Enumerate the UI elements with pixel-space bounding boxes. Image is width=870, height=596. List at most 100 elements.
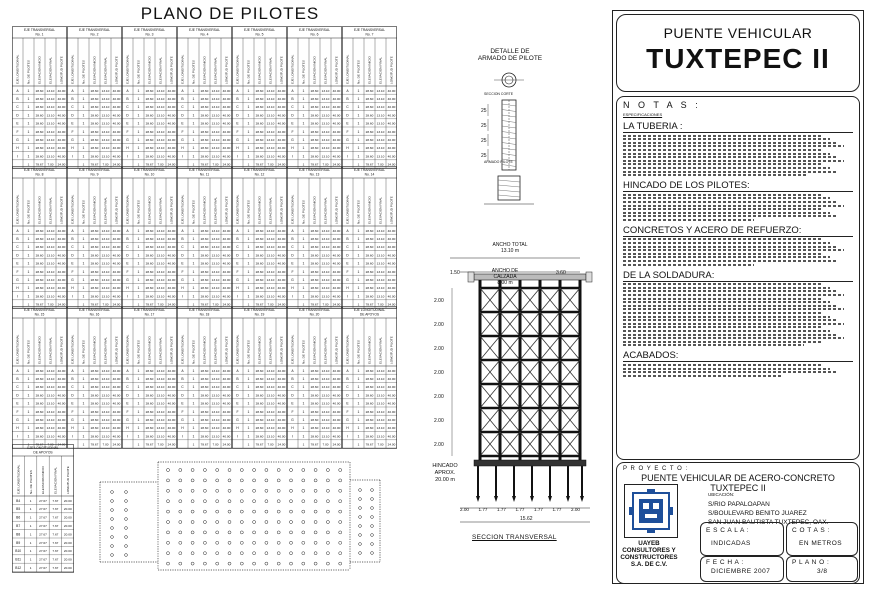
table-cell: 13.10 [267,270,275,274]
pile-marker [215,541,219,545]
table-cell: 13.10 [157,122,165,126]
table-row-letter: A [291,229,294,233]
small-table-cell: 27.67 [39,549,47,553]
table-row-letter: A [181,369,184,373]
table-cell: 28.60 [311,377,319,381]
table-total-cell: 1 [248,163,250,167]
table-cell: 1 [303,245,305,249]
table-cell: 40.00 [333,377,341,381]
table-border [287,166,342,309]
rebar-tie [501,109,517,112]
plano-value: 3/8 [817,568,828,575]
table-total-cell: 7.00 [212,443,218,447]
table-row-letter: F [71,270,73,274]
table-cell: 1 [138,89,140,93]
small-table-cell: 20.00 [64,499,72,503]
table-total-cell: 24.00 [388,163,396,167]
table-cell: 28.60 [201,369,209,373]
pile-marker [124,517,128,521]
table-cell: 1 [248,97,250,101]
detail-sub-label: SECCION CORTE [484,92,514,96]
table-row-letter: B [16,377,19,381]
table-cell: 13.10 [267,426,275,430]
table-row-letter: F [16,410,18,414]
table-cell: 28.60 [146,270,154,274]
table-cell: 13.10 [267,402,275,406]
table-row-letter: C [126,245,129,249]
table-cell: 40.00 [168,253,176,257]
table-cell: 28.60 [256,434,264,438]
pile-marker [124,499,128,503]
table-cell: 13.10 [377,146,385,150]
table-cell: 1 [83,270,85,274]
table-row-letter: E [181,402,184,406]
table-cell: 1 [358,229,360,233]
table-row-letter: C [71,385,74,389]
table-total-cell: 1 [303,163,305,167]
table-cell: 28.60 [256,418,264,422]
table-cell: 1 [193,377,195,381]
notes-section-text [623,238,859,266]
table-cell: 1 [193,122,195,126]
table-cell: 1 [303,113,305,117]
table-total-cell: 24.00 [223,163,231,167]
table-col-header: ELEVACION FINAL [379,57,383,84]
pile-marker [313,520,318,524]
table-row-letter: G [346,138,349,142]
table-cell: 13.10 [102,138,110,142]
table-row-letter: C [346,105,349,109]
table-cell: 28.60 [36,113,44,117]
pile-marker [326,489,330,493]
small-table-cell: 27.67 [39,516,47,520]
table-col-header: No. DE PILOTES [27,60,31,84]
table-cell: 28.60 [256,426,264,430]
small-table-row-label: B8 [16,532,20,536]
note-text-line [623,166,830,169]
table-total-cell: 78.67 [201,303,209,307]
table-cell: 40.00 [333,286,341,290]
table-row-letter: C [236,245,239,249]
table-cell: 1 [83,130,85,134]
pile-marker [190,499,195,503]
detail-dim-label: 25 [481,138,487,144]
pile-marker [326,551,330,555]
table-cell: 13.10 [322,245,330,249]
table-cell: 40.00 [113,410,121,414]
small-table-cell: 27.67 [39,541,47,545]
steel-brace [479,287,501,313]
table-cell: 13.10 [212,294,220,298]
small-table-cell: 7.67 [52,566,58,570]
pile-marker [338,468,342,472]
table-row-letter: I [347,434,348,438]
table-cell: 40.00 [113,434,121,438]
note-text-line [623,322,844,325]
table-cell: 28.60 [146,402,154,406]
note-text-line [623,159,844,162]
table-col-header: No. DE PILOTES [247,340,251,364]
pile-marker [227,509,232,514]
table-row-letter: D [126,113,129,117]
location-label: UBICACIÓN: [708,492,735,497]
steel-brace [499,311,521,337]
table-cell: 1 [193,286,195,290]
table-col-header: EJE LONGITUDINAL [291,334,295,364]
pile-marker [289,509,293,514]
table-cell: 1 [28,138,30,142]
table-cell: 13.10 [212,122,220,126]
pile-marker [252,520,256,524]
table-cell: 1 [303,229,305,233]
table-cell: 40.00 [58,402,66,406]
table-col-header: ELEVACION FINAL [269,337,273,364]
table-total-cell: 7.00 [102,303,108,307]
table-cell: 40.00 [388,122,396,126]
table-row-letter: H [346,286,349,290]
table-col-header: LONGITUD PILOTE [60,336,64,364]
table-cell: 13.10 [157,154,165,158]
bottom-dim-label: 1.77 [534,507,543,512]
small-table-cell: 20.00 [64,558,72,562]
pile-marker [124,490,128,494]
table-cell: 28.60 [36,253,44,257]
